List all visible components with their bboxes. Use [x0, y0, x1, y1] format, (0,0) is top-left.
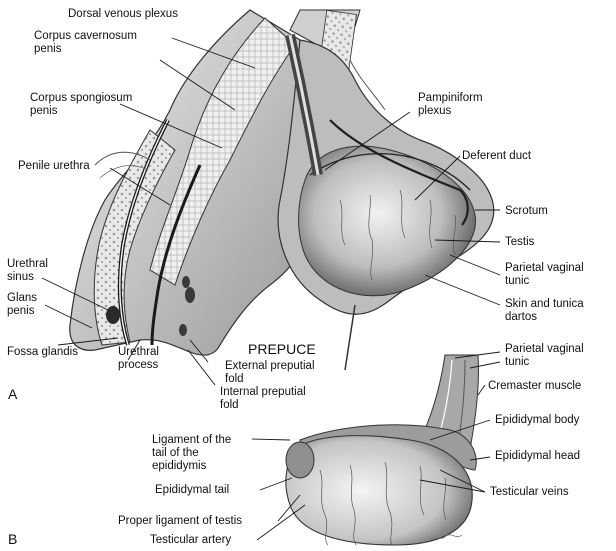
label-skin-tunica-dartos: Skin and tunica dartos — [505, 298, 584, 324]
label-line: sinus — [7, 271, 48, 284]
label-deferent-duct: Deferent duct — [462, 150, 531, 163]
label-line: fold — [220, 399, 306, 412]
label-line: Corpus cavernosum — [34, 30, 137, 43]
label-parietal-vaginal-tunic-b: Parietal vaginal tunic — [505, 343, 584, 369]
label-cremaster-muscle: Cremaster muscle — [488, 380, 581, 393]
label-line: penis — [34, 43, 137, 56]
panel-b-testis — [286, 355, 479, 545]
label-line: Skin and tunica — [505, 298, 584, 311]
label-pampiniform-plexus: Pampiniform plexus — [418, 92, 483, 118]
label-penile-urethra: Penile urethra — [18, 160, 90, 173]
label-scrotum: Scrotum — [505, 205, 548, 218]
label-line: tail of the — [152, 447, 231, 460]
label-epididymal-body: Epididymal body — [495, 414, 579, 427]
label-urethral-process: Urethral process — [118, 346, 159, 372]
panel-label-a: A — [8, 388, 17, 401]
label-epididymal-tail: Epididymal tail — [155, 484, 229, 497]
label-dorsal-venous-plexus: Dorsal venous plexus — [68, 8, 178, 21]
label-parietal-vaginal-tunic-a: Parietal vaginal tunic — [505, 262, 584, 288]
label-testicular-veins: Testicular veins — [490, 486, 569, 499]
label-line: Glans — [7, 292, 37, 305]
label-line: tunic — [505, 275, 584, 288]
label-line: epididymis — [152, 460, 231, 473]
label-line: Ligament of the — [152, 434, 231, 447]
urethral-sinus-spot — [106, 306, 120, 324]
label-line: Parietal vaginal — [505, 262, 584, 275]
label-epididymal-head: Epididymal head — [495, 450, 580, 463]
label-glans-penis: Glans penis — [7, 292, 37, 318]
panel-label-b: B — [8, 533, 17, 546]
label-prepuce: PREPUCE — [248, 343, 316, 356]
label-line: process — [118, 359, 159, 372]
label-line: Corpus spongiosum — [30, 92, 132, 105]
testis-b — [286, 436, 472, 545]
label-line: Urethral — [7, 258, 48, 271]
label-testis: Testis — [505, 236, 534, 249]
label-line: Urethral — [118, 346, 159, 359]
label-line: Pampiniform — [418, 92, 483, 105]
label-proper-ligament-testis: Proper ligament of testis — [118, 515, 242, 528]
label-line: Internal preputial — [220, 386, 306, 399]
label-line: External preputial — [225, 360, 315, 373]
label-internal-preputial-fold: Internal preputial fold — [220, 386, 306, 412]
panel-a-scrotum — [278, 35, 494, 370]
label-corpus-spongiosum: Corpus spongiosum penis — [30, 92, 132, 118]
label-urethral-sinus: Urethral sinus — [7, 258, 48, 284]
label-line: fold — [225, 373, 315, 386]
label-external-preputial-fold: External preputial fold — [225, 360, 315, 386]
label-line: Parietal vaginal — [505, 343, 584, 356]
label-testicular-artery: Testicular artery — [150, 534, 231, 547]
label-corpus-cavernosum: Corpus cavernosum penis — [34, 30, 137, 56]
label-line: dartos — [505, 311, 584, 324]
label-line: tunic — [505, 356, 584, 369]
label-ligament-tail: Ligament of the tail of the epididymis — [152, 434, 231, 473]
label-line: penis — [7, 305, 37, 318]
label-fossa-glandis: Fossa glandis — [7, 346, 78, 359]
label-line: plexus — [418, 105, 483, 118]
label-line: penis — [30, 105, 132, 118]
